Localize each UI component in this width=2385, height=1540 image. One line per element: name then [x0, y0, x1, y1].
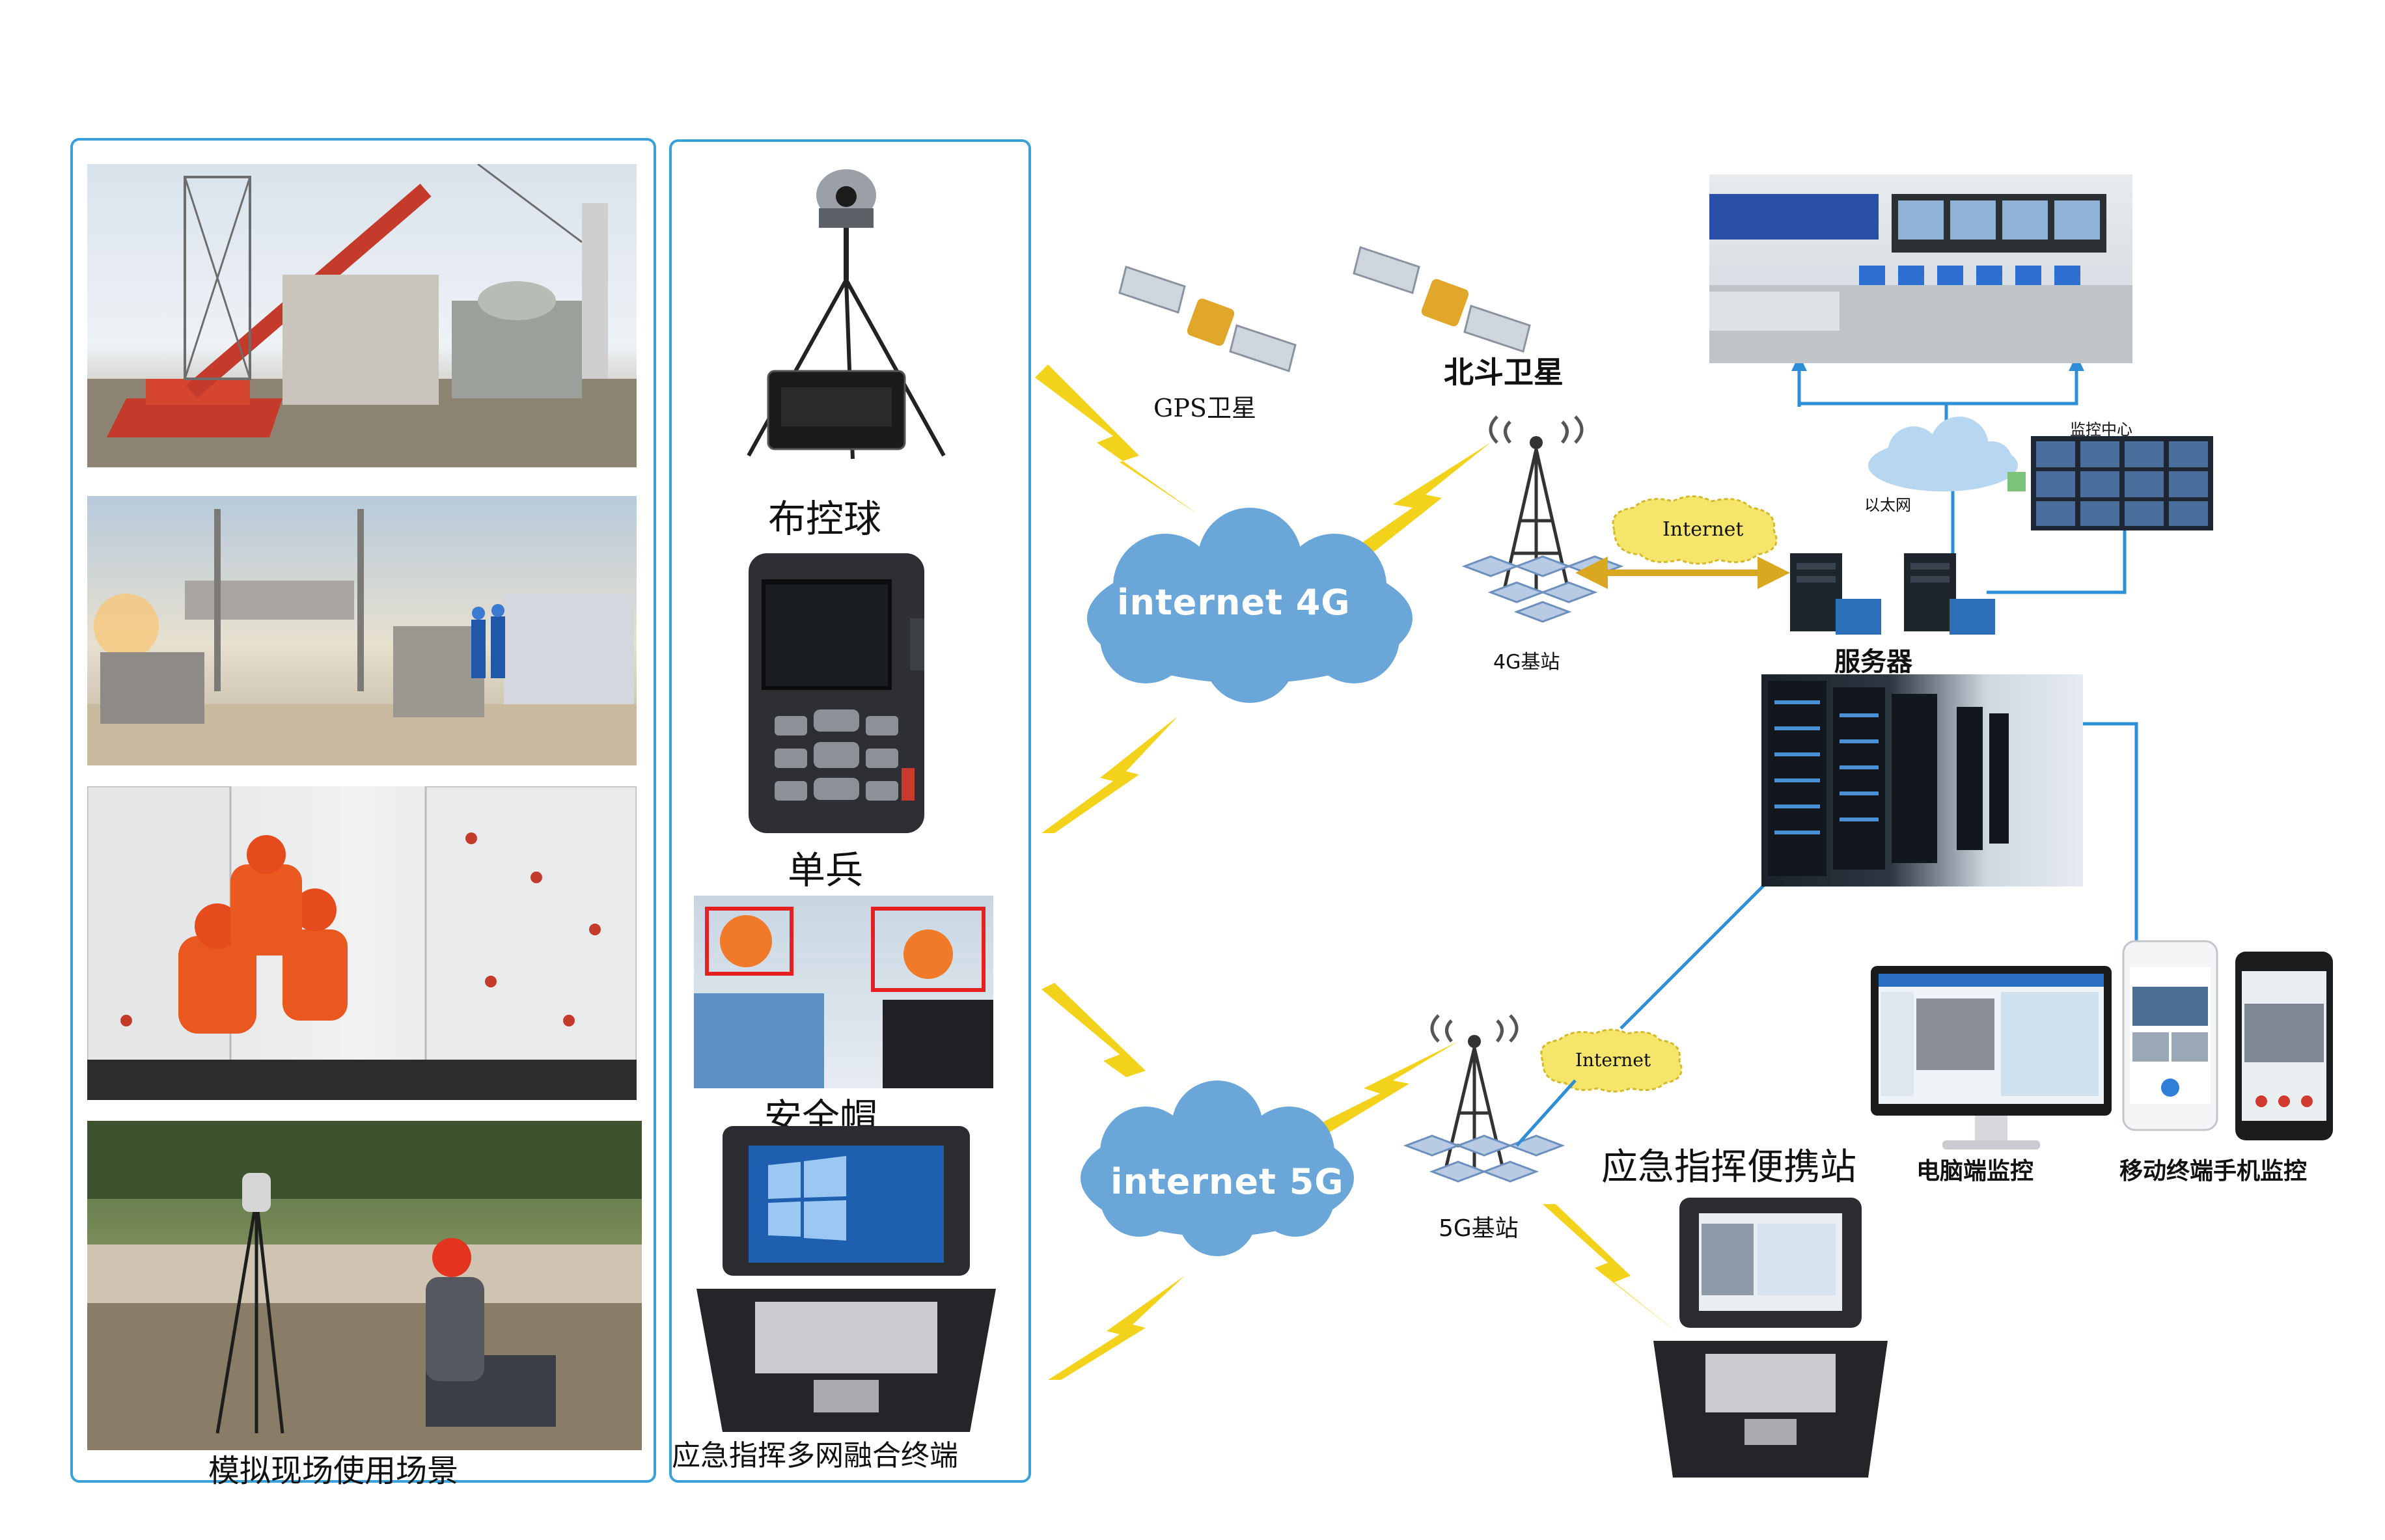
base-station-4g-label: 4G基站	[1493, 651, 1560, 674]
monitor-wall-icon	[2007, 436, 2213, 530]
server-tower-icons	[1790, 553, 1995, 635]
pc-monitor-icon	[1871, 966, 2112, 1149]
body-camera-device	[749, 553, 924, 833]
control-room-photo	[1709, 174, 2132, 363]
lightning-bolt-bottom-left-2	[1048, 1276, 1185, 1380]
ptz-label: 布控球	[768, 497, 882, 541]
control-room-illustration	[1709, 194, 2132, 363]
gps-satellite-icon	[1118, 266, 1297, 372]
lightning-bolt-5g-tower	[1302, 1041, 1458, 1139]
field-illustration	[87, 1121, 642, 1450]
internet-bubble-top-label: Internet	[1662, 518, 1744, 541]
ethernet-label: 以太网	[1864, 496, 1911, 514]
scene-panel	[70, 138, 656, 1483]
mobile-phone-white-icon	[2122, 940, 2218, 1131]
multi-network-terminal	[696, 1126, 996, 1432]
terminal-label: 应急指挥多网融合终端	[672, 1439, 958, 1472]
cloud-4g-label: internet 4G	[1117, 582, 1351, 623]
switchgear-illustration	[87, 786, 637, 1100]
cloud-5g-label: internet 5G	[1110, 1161, 1344, 1202]
base-station-5g-label: 5G基站	[1439, 1215, 1519, 1242]
scene-photo-switchgear	[87, 786, 637, 1100]
ptz-dome-camera	[747, 169, 946, 460]
lightning-bolt-5g-top	[1041, 983, 1204, 1133]
helmet-illustration	[694, 907, 993, 1088]
base-station-4g-icon	[1461, 415, 1624, 623]
mobile-monitor-label: 移动终端手机监控	[2119, 1158, 2308, 1185]
substation-illustration	[87, 509, 637, 765]
portable-station-label: 应急指挥便携站	[1601, 1146, 1856, 1189]
internet-bubble-bottom-label: Internet	[1575, 1049, 1651, 1071]
scene-photo-crane	[87, 164, 637, 467]
server-label: 服务器	[1834, 646, 1912, 677]
pc-monitor-label: 电脑端监控	[1916, 1158, 2034, 1185]
lightning-bolt-portable-station	[1543, 1204, 1679, 1334]
soldier-label: 单兵	[788, 848, 864, 892]
helmet-detection-photo	[694, 896, 993, 1088]
beidou-satellite-icon	[1353, 246, 1531, 353]
crane-illustration	[87, 164, 637, 467]
base-station-5g-icon	[1403, 1014, 1565, 1183]
cloud-internet-5g	[1081, 1080, 1354, 1256]
scene-photo-field	[87, 1121, 642, 1450]
bidirectional-arrow-4g-server	[1575, 557, 1790, 589]
device-panel	[669, 139, 1031, 1483]
mobile-phone-black-icon	[2235, 952, 2333, 1140]
internet-bubble-top	[1612, 495, 1778, 565]
portable-station-device	[1653, 1198, 1888, 1478]
scene-photo-substation	[87, 496, 637, 765]
internet-bubble-bottom	[1540, 1028, 1683, 1093]
scene-panel-caption: 模拟现场使用场景	[208, 1453, 459, 1489]
monitor-center-label: 监控中心	[2070, 420, 2132, 439]
gps-satellite-label: GPS卫星	[1153, 394, 1256, 422]
cloud-internet-4g	[1087, 508, 1413, 703]
lightning-bolt-4g-tower	[1328, 443, 1491, 573]
ethernet-cloud-icon	[1868, 417, 2018, 491]
lightning-bolt-top-left-1	[1035, 364, 1198, 514]
beidou-satellite-label: 北斗卫星	[1444, 355, 1564, 390]
server-room-photo	[1761, 674, 2083, 887]
server-room-illustration	[1768, 681, 2009, 876]
lightning-bolt-bottom-left-1	[1041, 716, 1178, 833]
